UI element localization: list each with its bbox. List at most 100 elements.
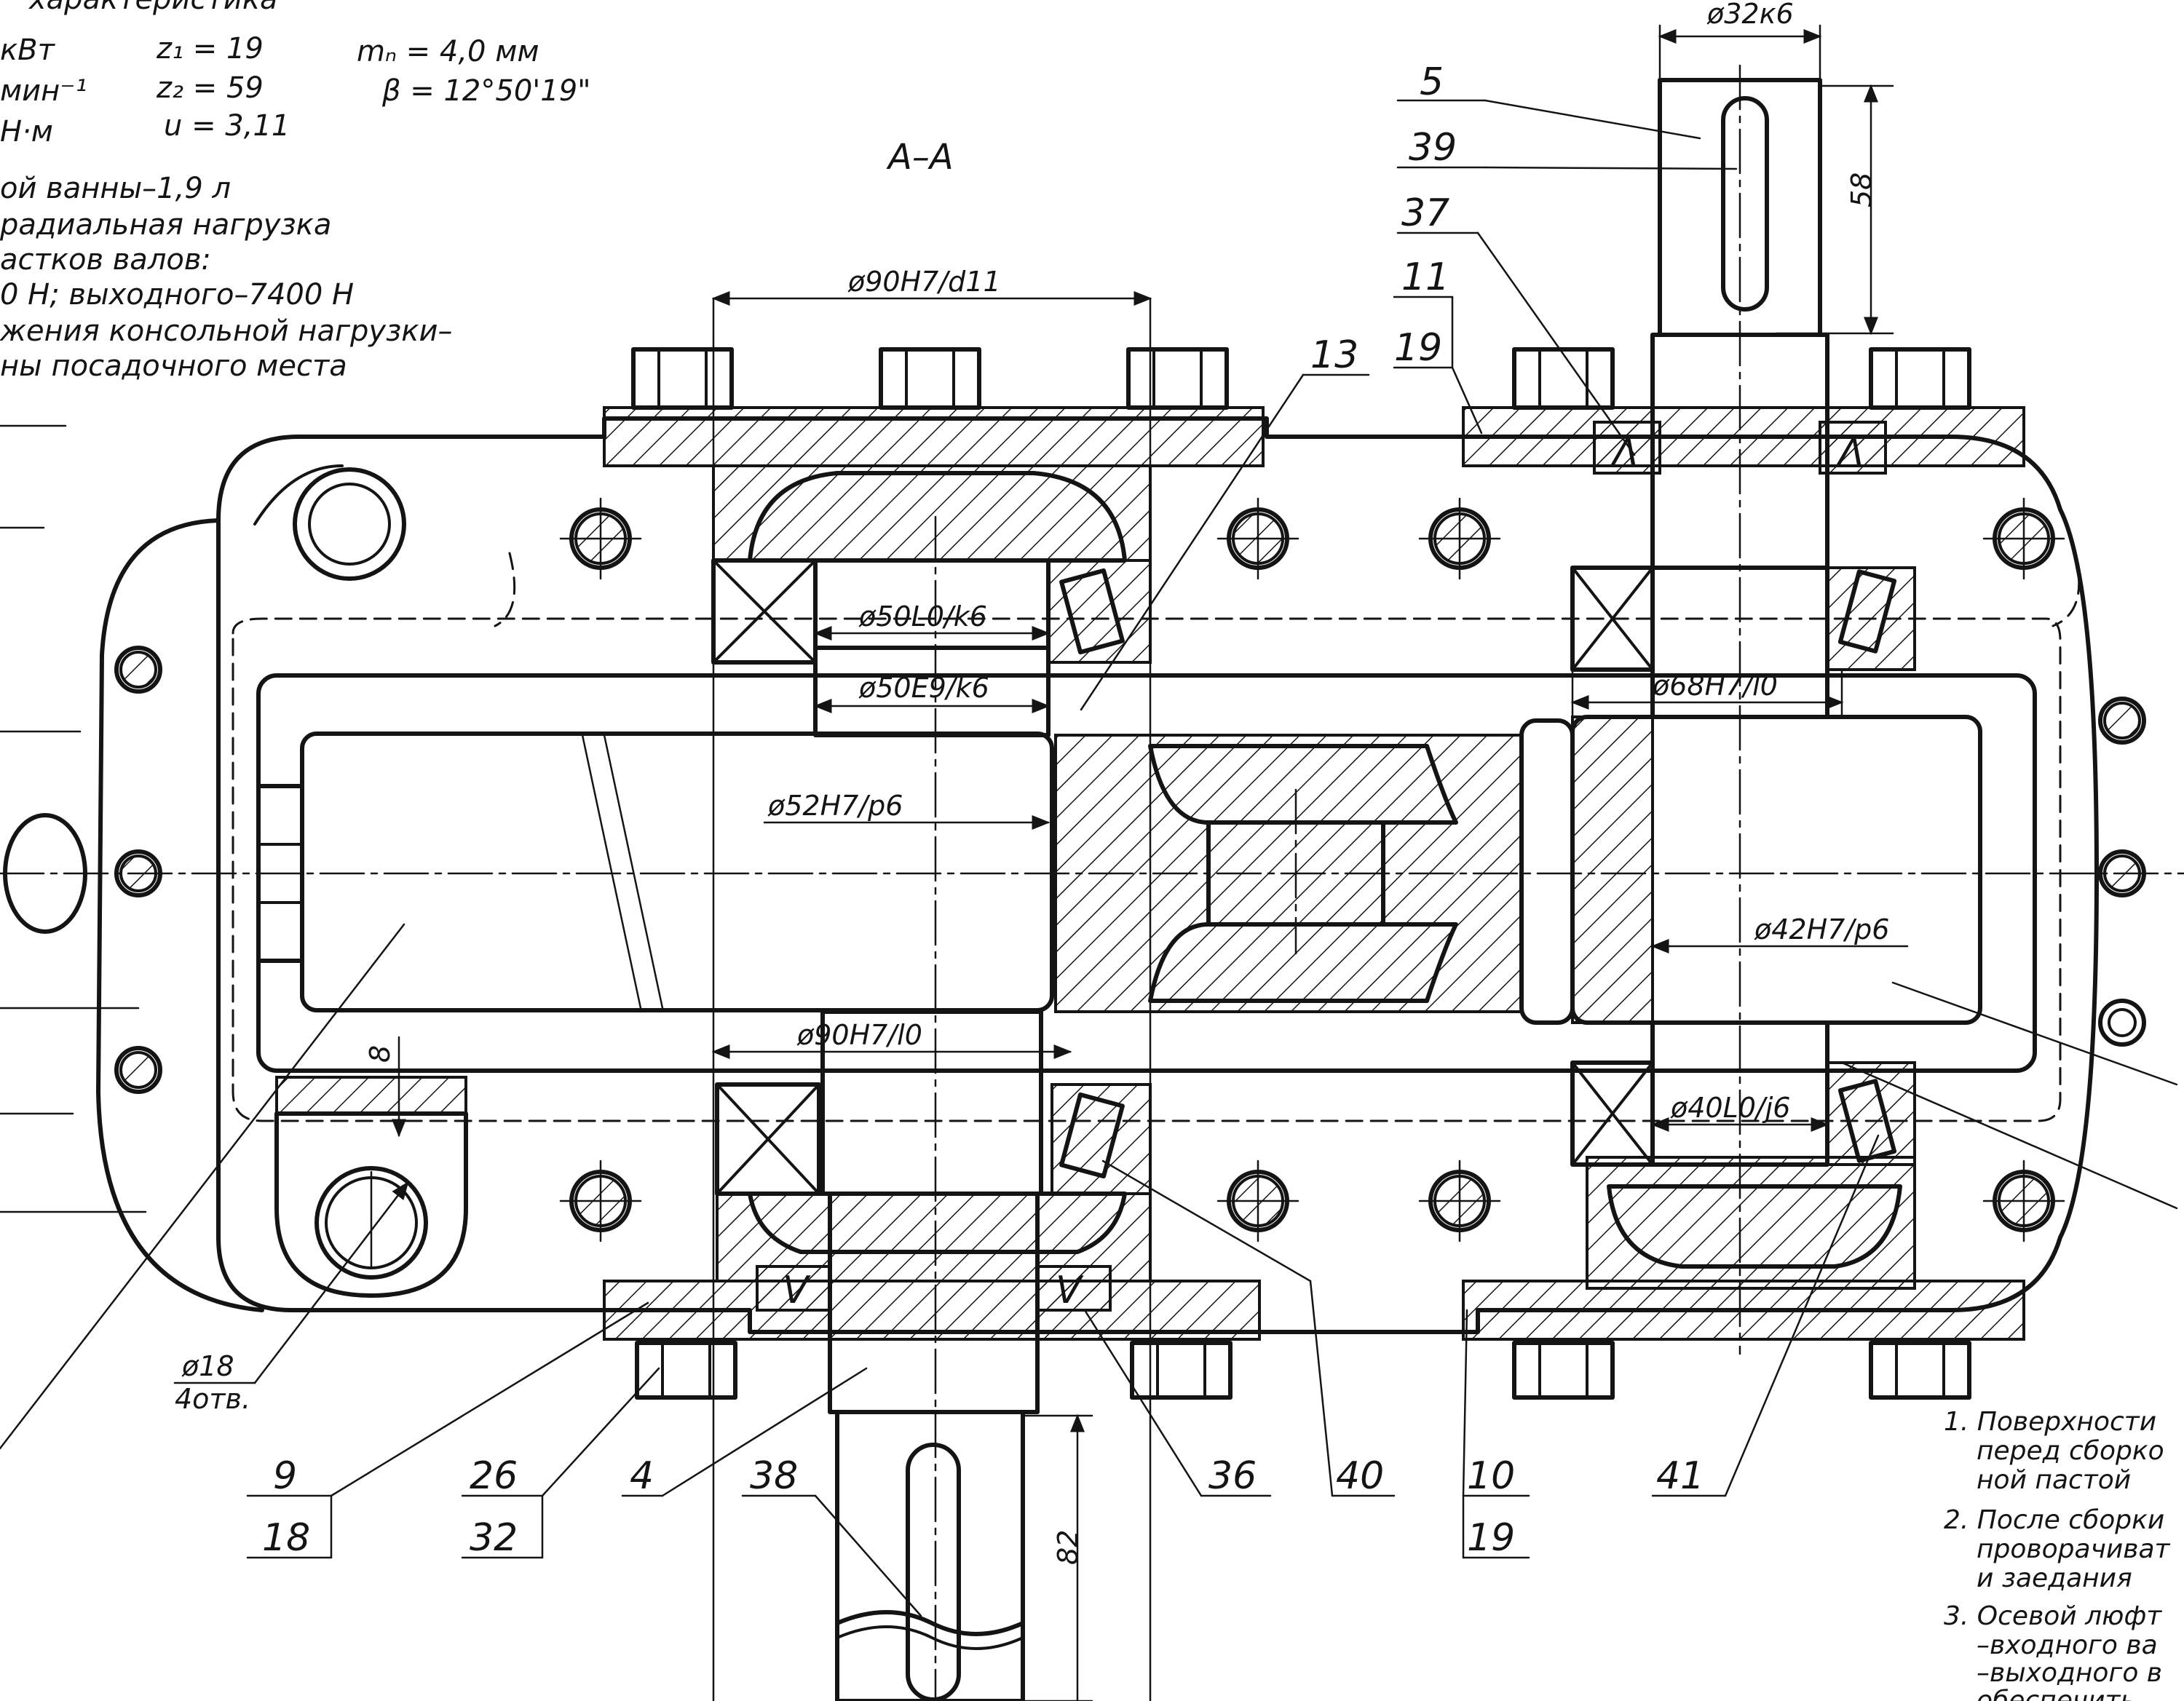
bolt-hole <box>559 497 642 580</box>
bolt-head <box>635 1341 737 1400</box>
flange-screw <box>2098 697 2146 745</box>
callout-19-top: 19 <box>1394 326 1442 370</box>
gear-wheel <box>1054 718 1575 1025</box>
left-leader-stubs <box>0 424 147 1213</box>
bearing <box>715 1082 1152 1196</box>
bolt-hole <box>1216 497 1299 580</box>
callout-41: 41 <box>1656 1454 1704 1498</box>
bolt-head <box>1130 1341 1233 1400</box>
seal-mark-right: V <box>1056 1269 1084 1312</box>
note-1-line-3: ной пастой <box>1977 1465 2131 1495</box>
callout-4: 4 <box>621 1367 868 1498</box>
callout-13: 13 <box>1310 333 1358 377</box>
callout-26: 26 <box>470 1454 518 1498</box>
dim-cover-left-text: ø90H7/d11 <box>847 266 1001 298</box>
callout-38: 38 <box>741 1454 922 1617</box>
callout-36: 36 <box>1083 1309 1272 1498</box>
bolt-head <box>1512 1341 1615 1400</box>
dim-seal-top-text: ø50E9/k6 <box>858 672 989 704</box>
callout-37: 37 <box>1396 191 1636 456</box>
callout-39: 39 <box>1409 126 1457 170</box>
spec-beta: β = 12°50'19" <box>381 74 591 108</box>
dim-bearing-top: ø50L0/k6 <box>813 600 1051 641</box>
note-3-line-3: –выходного в <box>1977 1658 2162 1688</box>
callout-5: 5 <box>1420 60 1444 104</box>
dim-right-top-text: ø68H7/l0 <box>1652 670 1778 702</box>
bolt-head <box>879 347 981 410</box>
top-left-cover <box>603 406 1265 467</box>
dim-seal-top: ø50E9/k6 <box>813 672 1051 713</box>
bottom-left-cover <box>603 1280 1261 1341</box>
top-right-cover <box>1462 406 2025 467</box>
bolts <box>631 347 1971 1400</box>
dim-right-bearing: ø40L0/j6 <box>1650 1092 1829 1132</box>
input-shaft-assembly: V V <box>256 558 1152 1701</box>
dim-key-bottom-text: 82 <box>1052 1530 1084 1565</box>
spec-ratio: u = 3,11 <box>164 109 290 143</box>
note-3-line-4: обеспечить <box>1977 1686 2136 1701</box>
callout-4: 4 <box>630 1454 654 1498</box>
covers <box>603 406 2025 1341</box>
bolt-hole <box>1418 1159 1501 1242</box>
dim-holes: ø18 4отв. <box>173 1181 409 1415</box>
bolt-hole <box>1982 497 2065 580</box>
dim-bearing-top-text: ø50L0/k6 <box>858 600 987 633</box>
callout-11-19: 11 19 <box>1393 255 1483 435</box>
spec-line-6: ны посадочного места <box>0 349 347 383</box>
bolt-head <box>1869 1341 1971 1400</box>
spec-line-2: радиальная нагрузка <box>0 208 331 242</box>
callout-36: 36 <box>1208 1454 1257 1498</box>
spec-line-3: астков валов: <box>0 243 211 277</box>
callout-32: 32 <box>470 1516 518 1560</box>
callout-13: 13 <box>1080 333 1370 711</box>
bolt-head <box>631 347 734 410</box>
dim-shaft-top-text: ø32к6 <box>1706 0 1794 30</box>
dim-key-top: 58 <box>1775 84 1894 336</box>
dim-holes-diameter: ø18 <box>181 1350 234 1382</box>
callout-19-bottom: 19 <box>1467 1516 1515 1560</box>
note-3-line-2: –входного ва <box>1977 1630 2158 1660</box>
bolt-hole <box>1982 1159 2065 1242</box>
dim-bearing-bottom-text: ø90H7/l0 <box>796 1019 922 1051</box>
callout-9: 9 <box>273 1454 297 1498</box>
dim-gear-bore: ø52H7/p6 <box>763 790 1051 830</box>
spec-unit-power: кВт <box>0 33 56 67</box>
bottom-right-cover <box>1462 1280 2025 1341</box>
dim-key-top-text: 58 <box>1845 173 1878 207</box>
seal-mark-left: V <box>783 1269 811 1312</box>
flange-screw <box>2098 999 2146 1047</box>
bolt-hole <box>559 1159 642 1242</box>
dim-shaft-top: ø32к6 <box>1658 0 1822 82</box>
spec-module: mₙ = 4,0 мм <box>357 35 539 68</box>
spec-line-5: жения консольной нагрузки– <box>0 314 452 348</box>
callout-37: 37 <box>1401 191 1449 235</box>
dim-cover-left: ø90H7/d11 <box>711 266 1152 1701</box>
bearing <box>1570 566 1916 672</box>
dim-right-gear: ø42H7/p6 <box>1650 913 1909 953</box>
dim-gear-bore-text: ø52H7/p6 <box>767 790 903 822</box>
callout-11: 11 <box>1401 255 1449 299</box>
dim-right-top: ø68H7/l0 <box>1570 668 1844 718</box>
callout-10-19: 10 19 <box>1462 1309 1530 1560</box>
note-2-line-1: 2. После сборки <box>1944 1505 2164 1535</box>
spec-z1: z₁ = 19 <box>156 32 264 66</box>
top-left-cover-boss <box>712 464 1152 562</box>
dim-right-bearing-text: ø40L0/j6 <box>1670 1092 1791 1124</box>
center-lines <box>0 64 2184 1701</box>
bearing <box>711 558 1152 665</box>
dim-holes-count: 4отв. <box>175 1383 250 1415</box>
callout-10: 10 <box>1467 1454 1515 1498</box>
pinion-shaft <box>300 731 1054 1012</box>
bearing <box>1570 1060 1916 1167</box>
bolt-hole <box>1418 497 1501 580</box>
dimensions: ø32к6 58 ø90H7/d11 ø50L0/k6 ø50E9/k6 ø52… <box>173 0 1909 1701</box>
notes: 1. Поверхности перед сборко ной пастой 2… <box>1944 1407 2171 1701</box>
flange-screw <box>114 646 162 694</box>
dim-gap-text: 8 <box>364 1045 396 1063</box>
dim-key-bottom: 82 <box>1021 1413 1093 1701</box>
spec-line-4: 0 Н; выходного–7400 Н <box>0 278 354 312</box>
spec-header: характеристика <box>28 0 278 16</box>
bolt-head <box>1126 347 1229 410</box>
callouts: 5 39 37 11 19 13 9 18 <box>0 60 2178 1617</box>
